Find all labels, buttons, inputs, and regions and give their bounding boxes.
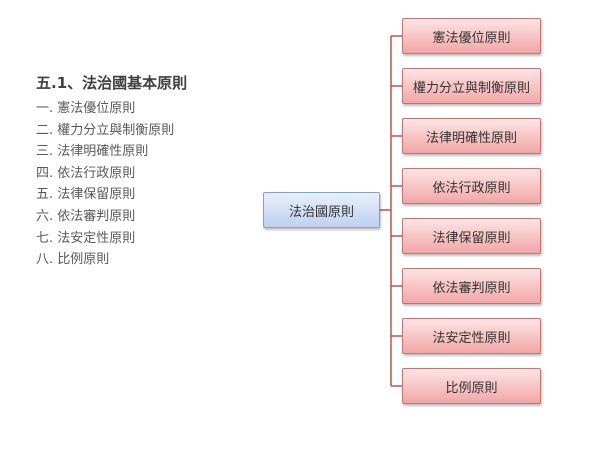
root-node: 法治國原則 [263,192,380,228]
child-node: 權力分立與制衡原則 [402,68,541,104]
principles-list: 一. 憲法優位原則 二. 權力分立與制衡原則 三. 法律明確性原則 四. 依法行… [36,98,174,271]
child-node: 法律保留原則 [402,218,541,254]
child-node: 憲法優位原則 [402,18,541,54]
list-item: 三. 法律明確性原則 [36,144,149,160]
child-node: 比例原則 [402,368,541,404]
section-heading: 五.1、法治國基本原則 [36,74,188,92]
list-item: 八. 比例原則 [36,252,110,268]
child-node: 法律明確性原則 [402,118,541,154]
list-item: 一. 憲法優位原則 [36,101,136,116]
list-item: 六. 依法審判原則 [36,208,136,224]
list-item: 七. 法安定性原則 [36,230,136,246]
child-node: 依法審判原則 [402,268,541,304]
list-item: 五. 法律保留原則 [36,187,136,203]
child-node: 依法行政原則 [402,168,541,204]
child-node: 法安定性原則 [402,318,541,354]
list-item: 四. 依法行政原則 [36,165,136,181]
list-item: 二. 權力分立與制衡原則 [36,122,175,138]
